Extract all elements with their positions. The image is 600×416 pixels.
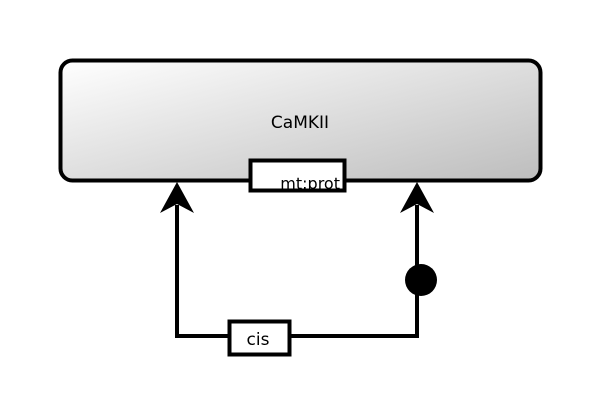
modulation-arc[interactable] (289, 182, 437, 338)
arrowhead-icon (400, 182, 434, 213)
process-node-cis[interactable]: cis (227, 319, 292, 357)
arrowhead-icon (160, 182, 194, 213)
macromolecule-camkii[interactable]: CaMKII (58, 58, 543, 183)
modulation-arc-line[interactable] (289, 205, 419, 338)
state-variable-box[interactable] (248, 158, 347, 193)
state-variable[interactable]: mt:prot (248, 158, 347, 194)
circle-marker-icon (405, 264, 437, 296)
production-arc[interactable] (160, 182, 229, 338)
process-box[interactable] (227, 319, 292, 357)
production-arc-line[interactable] (175, 205, 229, 338)
state-variable-label: mt:prot (280, 174, 340, 193)
macromolecule-label: CaMKII (271, 113, 329, 133)
process-label: cis (247, 330, 270, 350)
